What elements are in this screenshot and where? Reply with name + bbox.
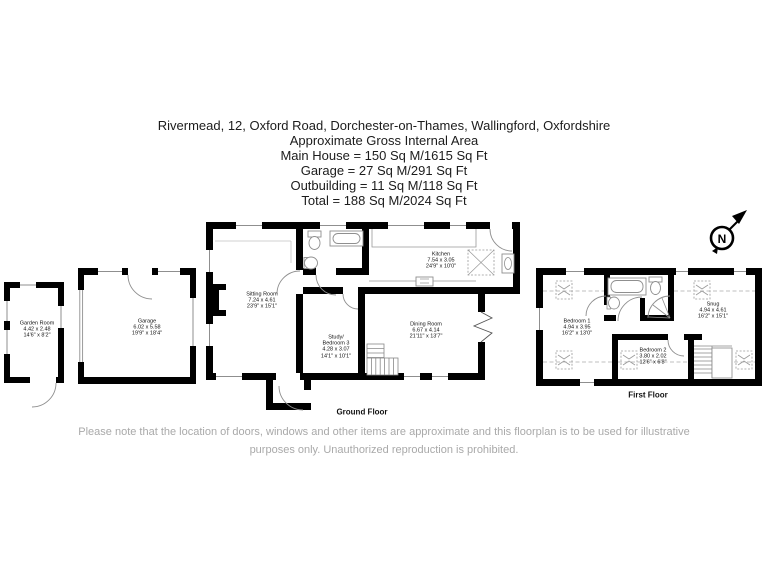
ground-floor-caption: Ground Floor [336,407,388,417]
ground-floor-plan [206,222,520,411]
sink [608,296,620,310]
garden-room-plan [4,282,64,408]
door-arc [489,228,513,252]
counter [371,229,477,248]
door-arc [31,382,57,408]
door-arc [276,270,301,295]
cooker [415,276,434,287]
outbuilding-area: Outbuilding = 11 Sq M/118 Sq Ft [290,178,478,193]
ground-staircase [366,343,399,376]
door-arc [667,339,685,357]
toilet [308,236,321,250]
sitting-room-label: Sitting Room 7.24 x 4.61 23'9" x 15'1" [246,291,278,311]
bedroom1-label: Bedroom 1 4.94 x 3.95 16'2" x 13'0" [561,318,593,338]
eaves-lines [543,290,755,363]
first-floor-bathroom-fixtures [606,276,671,319]
first-floor-plan [536,268,762,386]
door-arc [617,296,643,322]
first-floor-staircase [694,345,733,379]
sink [504,257,512,270]
study-bedroom3-label: Study/ Bedroom 3 4.28 x 3.07 14'1" x 10'… [320,334,352,360]
garage-area: Garage = 27 Sq M/291 Sq Ft [300,163,468,178]
area-title: Approximate Gross Internal Area [289,133,479,148]
snug-label: Snug 4.94 x 4.61 16'2" x 15'1" [697,301,729,321]
door-arc [342,293,359,310]
door-arc [585,295,607,317]
sink [304,256,318,270]
bedroom2-label: Bedroom 2 3.80 x 2.02 12'6" x 6'8" [639,347,667,367]
disclaimer: Please note that the location of doors, … [0,424,768,459]
door-arc [127,274,153,300]
disclaimer-line1: Please note that the location of doors, … [78,426,690,438]
dining-room-label: Dining Room 6.67 x 4.14 21'11" x 13'7" [409,321,443,341]
header-block: Rivermead, 12, Oxford Road, Dorchester-o… [0,118,768,208]
garage-plan [78,268,196,384]
door-arc [315,274,337,296]
main-house-area: Main House = 150 Sq M/1615 Sq Ft [280,148,488,163]
kitchen-fixtures [369,229,515,287]
winder-stair [647,295,671,319]
garage-label: Garage 6.02 x 5.58 19'9" x 18'4" [131,318,163,338]
garden-room-label: Garden Room 4.42 x 2.48 14'6" x 8'2" [19,320,55,340]
opening-break-line [472,311,494,343]
compass-north-icon: N [709,210,747,254]
total-area: Total = 188 Sq M/2024 Sq Ft [301,193,467,208]
door-arc [278,385,304,411]
disclaimer-line2: purposes only. Unauthorized reproduction… [249,443,519,456]
bathroom-fixtures [303,230,364,270]
kitchen-label: Kitchen 7.54 x 3.05 24'9" x 10'0" [425,251,457,271]
skylight-symbols [555,280,753,370]
toilet [650,281,661,295]
first-floor-caption: First Floor [628,390,668,400]
bathtub [329,230,364,247]
svg-text:N: N [718,232,727,246]
property-address: Rivermead, 12, Oxford Road, Dorchester-o… [157,118,611,133]
bathtub [607,277,647,296]
